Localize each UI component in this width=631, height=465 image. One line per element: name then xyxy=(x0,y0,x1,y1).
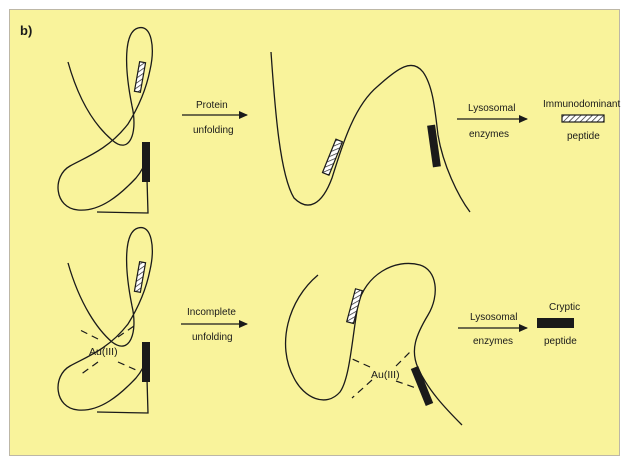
top-arrow-unfolding: Protein unfolding xyxy=(182,100,247,136)
product-title: Cryptic xyxy=(549,302,580,313)
incomplete-label: Incomplete xyxy=(187,307,236,318)
cryptic-segment xyxy=(142,142,150,182)
solid-peptide-icon xyxy=(537,318,574,328)
protein-label: Protein xyxy=(196,100,228,111)
lysosomal-label: Lysosomal xyxy=(470,312,517,323)
product-subtitle: peptide xyxy=(544,336,577,347)
unfolding-label: unfolding xyxy=(192,332,233,343)
cryptic-product: Cryptic peptide xyxy=(537,302,580,347)
unfolding-label: unfolding xyxy=(193,125,234,136)
bottom-partially-unfolded-protein: Au(III) xyxy=(286,263,462,425)
top-folded-protein xyxy=(58,28,152,213)
lysosomal-label: Lysosomal xyxy=(468,103,515,114)
bottom-arrow-enzymes: Lysosomal enzymes xyxy=(458,312,527,347)
enzymes-label: enzymes xyxy=(469,129,509,140)
cryptic-segment xyxy=(142,342,150,382)
product-subtitle: peptide xyxy=(567,131,600,142)
cryptic-segment xyxy=(427,125,441,168)
gold-label: Au(III) xyxy=(89,346,118,358)
top-unfolded-protein xyxy=(271,52,470,212)
product-title: Immunodominant xyxy=(543,99,620,110)
immunodominant-product: Immunodominant peptide xyxy=(543,99,620,142)
immunodominant-segment xyxy=(134,62,145,93)
top-arrow-enzymes: Lysosomal enzymes xyxy=(457,103,527,140)
cryptic-segment xyxy=(411,366,433,406)
immunodominant-segment xyxy=(134,262,145,293)
bottom-folded-protein: Au(III) xyxy=(58,228,152,413)
immunodominant-segment xyxy=(347,289,363,324)
immunodominant-segment xyxy=(322,139,342,175)
enzymes-label: enzymes xyxy=(473,336,513,347)
hatched-peptide-icon xyxy=(562,115,604,122)
panel-label: b) xyxy=(20,23,32,38)
bottom-arrow-unfolding: Incomplete unfolding xyxy=(181,307,247,343)
gold-label: Au(III) xyxy=(371,369,400,381)
